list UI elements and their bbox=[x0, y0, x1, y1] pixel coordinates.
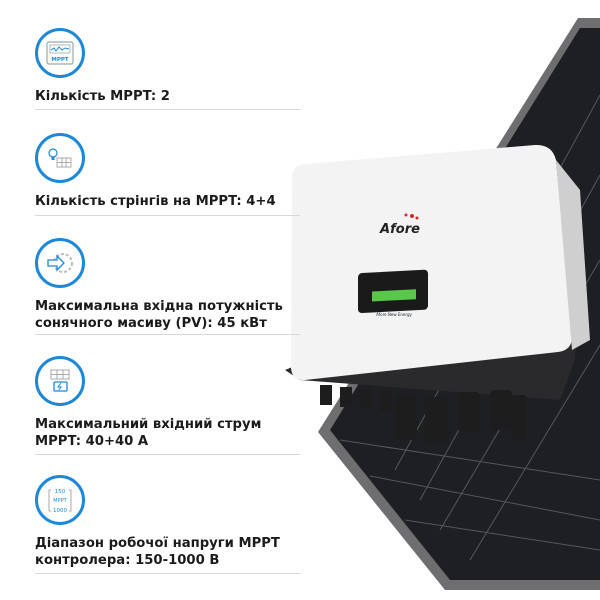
divider bbox=[35, 215, 300, 216]
spec-mppt-count: MPPT Кількість MPPT: 2 bbox=[35, 28, 305, 105]
svg-text:MPPT: MPPT bbox=[51, 57, 69, 63]
spec-label: Кількість MPPT: 2 bbox=[35, 89, 170, 104]
spec-strings-per-mppt: Кількість стрінгів на MPPT: 4+4 bbox=[35, 133, 305, 210]
arrow-gear-icon bbox=[35, 238, 85, 288]
solar-panel-battery-icon bbox=[35, 356, 85, 406]
spec-label: Кількість стрінгів на MPPT: 4+4 bbox=[35, 194, 276, 209]
display-text: Afore New Energy bbox=[376, 312, 412, 317]
divider bbox=[35, 573, 300, 574]
divider bbox=[35, 454, 300, 455]
brand-logo: Afore bbox=[379, 222, 420, 237]
mppt-monitor-icon: MPPT bbox=[35, 28, 85, 78]
inverter: Afore New Energy Afore bbox=[285, 144, 590, 442]
lightbulb-solar-panel-icon bbox=[35, 133, 85, 183]
svg-text:150: 150 bbox=[55, 489, 66, 495]
divider bbox=[35, 334, 300, 335]
svg-text:1000: 1000 bbox=[53, 508, 67, 514]
svg-text:MPPT: MPPT bbox=[53, 498, 67, 504]
divider bbox=[35, 109, 300, 110]
